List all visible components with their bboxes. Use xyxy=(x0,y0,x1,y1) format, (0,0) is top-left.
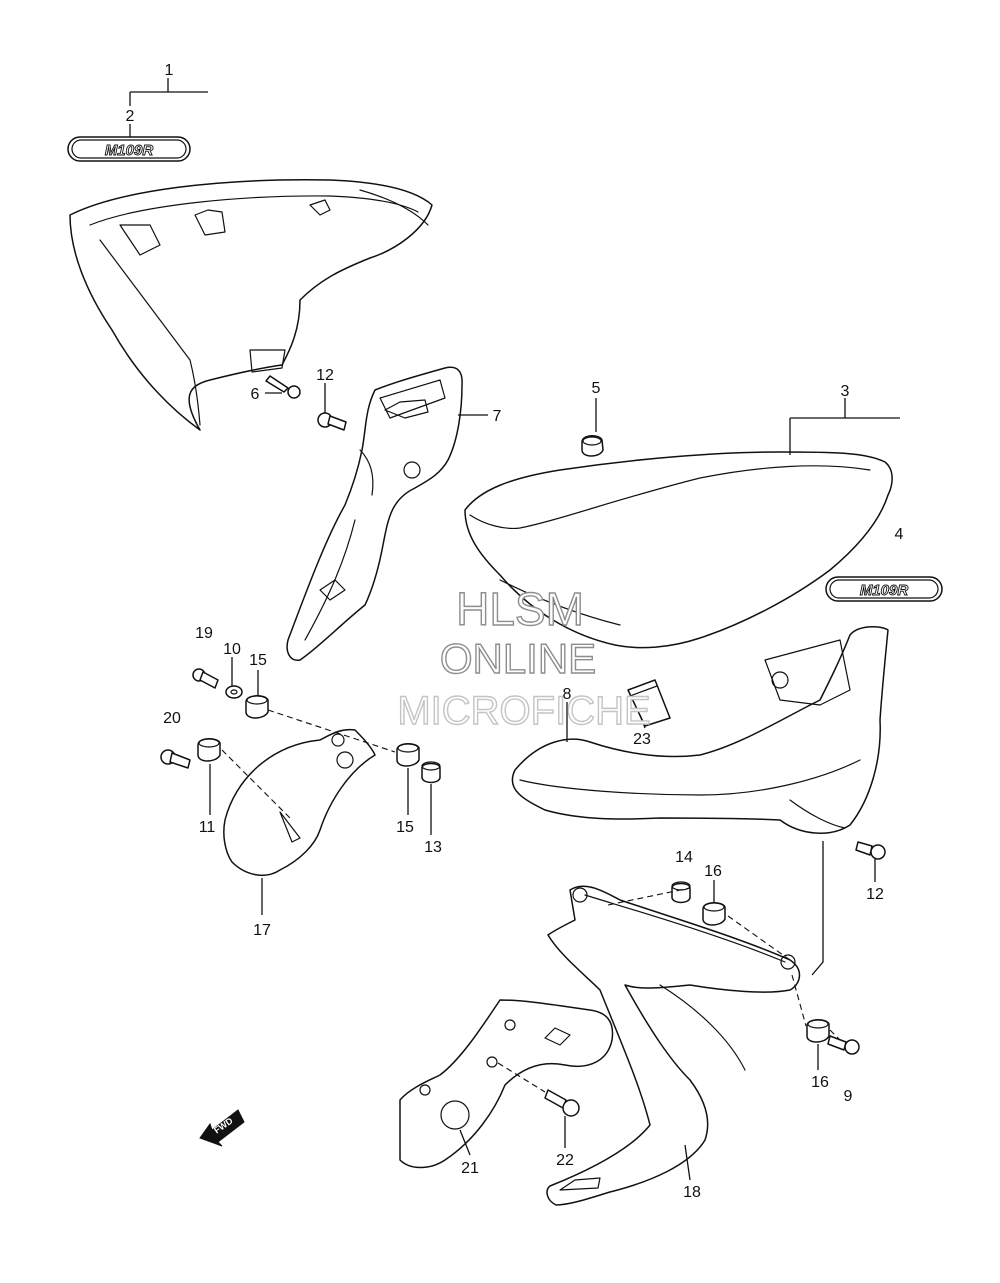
callout-16-lower: 16 xyxy=(811,1074,829,1091)
bracket-21 xyxy=(399,999,614,1169)
callout-19: 19 xyxy=(195,625,213,642)
watermark-line2: ONLINE xyxy=(440,635,596,682)
callout-11: 11 xyxy=(199,819,216,836)
callout-4: 4 xyxy=(895,526,904,543)
callout-14: 14 xyxy=(675,849,693,866)
emblem-right: M109R xyxy=(825,576,943,602)
bolt-20 xyxy=(160,749,191,769)
pad-23 xyxy=(627,679,671,727)
watermark: HLSM ONLINE MICROFICHE xyxy=(397,582,652,733)
callout-12-lower: 12 xyxy=(866,886,884,903)
grommet-11 xyxy=(197,738,221,762)
frame-cover-lower xyxy=(511,625,889,834)
callout-3: 3 xyxy=(841,383,850,400)
guard-17 xyxy=(223,728,376,877)
bolt-9 xyxy=(827,1035,860,1055)
callout-22: 22 xyxy=(556,1152,574,1169)
callout-15-right: 15 xyxy=(396,819,414,836)
emblem-right-text: M109R xyxy=(860,582,909,599)
callout-21: 21 xyxy=(461,1160,479,1177)
washer-10 xyxy=(225,685,243,699)
dashed-guides xyxy=(221,709,841,1093)
emblem-upper-text: M109R xyxy=(105,142,154,159)
bracket-18 xyxy=(546,885,801,1206)
bolt-12-lower xyxy=(855,841,886,860)
watermark-line1: HLSM xyxy=(456,583,584,635)
bolt-22 xyxy=(544,1089,580,1117)
callout-2: 2 xyxy=(126,108,135,125)
emblem-upper: M109R xyxy=(67,136,191,162)
callout-23: 23 xyxy=(633,731,651,748)
bracket-7 xyxy=(286,366,463,661)
frame-cover-right xyxy=(464,451,893,649)
callout-8: 8 xyxy=(563,686,572,703)
watermark-line3: MICROFICHE xyxy=(397,689,650,733)
callout-20: 20 xyxy=(163,710,181,727)
bolt-19 xyxy=(192,668,219,689)
callout-numbers: 1 2 3 4 5 6 7 8 9 10 11 12 12 13 14 15 1… xyxy=(126,62,904,1201)
collar-14 xyxy=(671,881,691,904)
grommet-15-left xyxy=(245,695,269,719)
screw-6 xyxy=(265,375,301,399)
collar-13 xyxy=(421,761,441,784)
grommet-16-upper xyxy=(702,902,726,926)
callout-12-upper: 12 xyxy=(316,367,334,384)
grommet-15-right xyxy=(396,743,420,767)
bolt-12-upper xyxy=(317,412,347,431)
leader-lines xyxy=(129,78,900,1181)
callout-5: 5 xyxy=(592,380,601,397)
callout-17: 17 xyxy=(253,922,271,939)
fwd-arrow-icon: FWD xyxy=(199,1109,245,1147)
callout-10: 10 xyxy=(223,641,241,658)
callout-6: 6 xyxy=(251,386,260,403)
grommet-5 xyxy=(581,435,604,457)
callout-18: 18 xyxy=(683,1184,701,1201)
grommet-16-lower xyxy=(806,1019,830,1043)
callout-7: 7 xyxy=(493,408,502,425)
callout-13: 13 xyxy=(424,839,442,856)
callout-16-upper: 16 xyxy=(704,863,722,880)
frame-cover-left xyxy=(69,179,433,431)
callout-15-left: 15 xyxy=(249,652,267,669)
callout-1: 1 xyxy=(165,62,174,79)
callout-9: 9 xyxy=(844,1088,853,1105)
